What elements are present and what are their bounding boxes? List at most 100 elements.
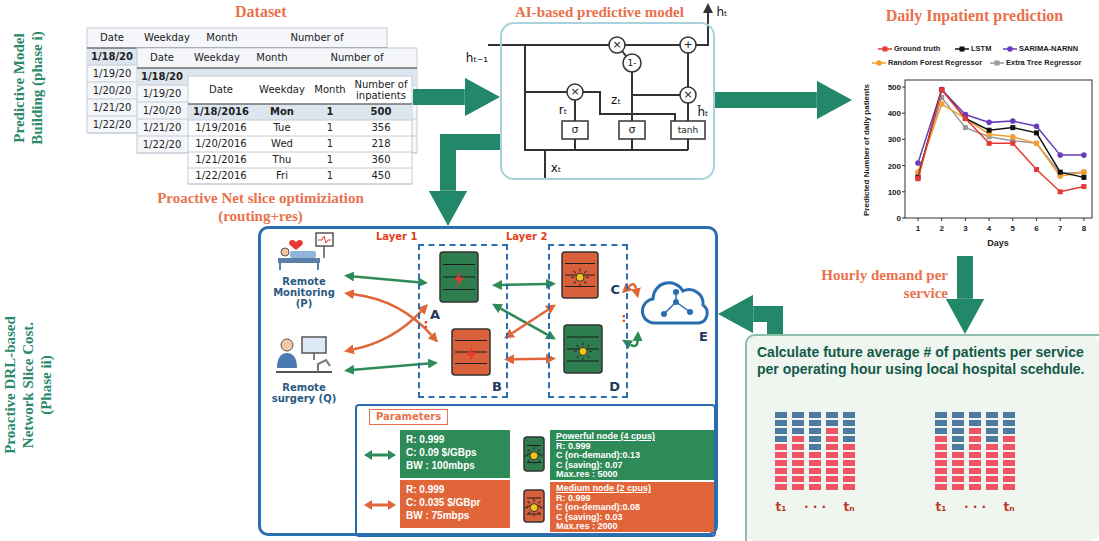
demand-cell xyxy=(792,460,804,466)
node-detail: C: 0.035 $/GBpr xyxy=(406,496,504,509)
table-rule xyxy=(188,104,412,105)
demand-cell xyxy=(843,484,855,490)
drawing-part xyxy=(673,289,679,295)
data-marker xyxy=(1034,167,1039,172)
drawing-part xyxy=(575,139,688,150)
demand-cell xyxy=(986,420,998,426)
demand-cell xyxy=(935,460,947,466)
demand-cell xyxy=(826,428,838,434)
demand-cell xyxy=(1003,436,1015,442)
table-cell: 1/19/20 xyxy=(143,88,182,100)
cloud-node: E xyxy=(640,276,712,344)
node-detail: C (saving): 0.03 xyxy=(556,513,708,523)
sun-ray xyxy=(574,282,576,284)
table-cell: 1/22/20 xyxy=(143,139,182,151)
data-marker xyxy=(1081,169,1087,175)
swatch-marker xyxy=(995,61,1000,66)
data-marker xyxy=(939,87,944,92)
demand-cell xyxy=(935,428,947,434)
table-rule xyxy=(188,152,412,153)
demand-cell xyxy=(1003,468,1015,474)
axis-label: 3 xyxy=(963,224,967,233)
demand-cell xyxy=(1003,428,1015,434)
table-cell: 1 xyxy=(327,106,334,118)
table-cell: 1/22/2016 xyxy=(195,170,246,182)
table-cell: 360 xyxy=(371,154,390,166)
axis-label: 200 xyxy=(888,161,901,170)
tick xyxy=(902,113,905,114)
table-cell: Fri xyxy=(276,170,288,182)
demand-cell xyxy=(843,428,855,434)
server-body xyxy=(562,252,598,298)
time-label: tₙ xyxy=(1003,500,1014,514)
demand-cell xyxy=(792,444,804,450)
sun-ray xyxy=(577,345,579,347)
swatch-marker xyxy=(883,47,888,52)
demand-cell xyxy=(935,444,947,450)
axis-label: 4 xyxy=(987,224,991,233)
layer-box: Layer 2CD xyxy=(548,244,628,398)
demand-cell xyxy=(969,484,981,490)
phase-label: Proactive DRL-based Network Slice Cost. … xyxy=(1,300,55,470)
sun-symbol xyxy=(576,273,584,281)
table-cell: Thu xyxy=(273,154,292,166)
table-cell: 1/21/20 xyxy=(93,102,132,114)
data-marker xyxy=(1010,118,1016,124)
gate-symbol: rₜ xyxy=(559,103,567,117)
data-marker xyxy=(939,101,945,107)
demand-cell xyxy=(969,468,981,474)
table-rule xyxy=(137,136,417,137)
node-label: Daily Inpatient prediction xyxy=(852,6,1097,25)
demand-cell xyxy=(952,444,964,450)
surgeon-icon xyxy=(276,337,332,372)
data-marker xyxy=(1081,170,1086,175)
server-icon xyxy=(440,252,478,302)
data-marker xyxy=(1057,152,1063,158)
data-marker xyxy=(1034,141,1040,147)
drawing-part xyxy=(671,121,705,139)
axis-label: 400 xyxy=(888,109,901,118)
table-cell: Tue xyxy=(273,122,290,134)
table-cell: 1 xyxy=(327,170,333,182)
drawing-part xyxy=(277,353,297,368)
sun-ray xyxy=(538,501,540,503)
demand-cell xyxy=(843,452,855,458)
server-body xyxy=(524,490,544,522)
demand-cell xyxy=(843,444,855,450)
sun-ray xyxy=(584,271,586,273)
data-marker xyxy=(1034,141,1039,146)
legend-item: Random Forest Regressor xyxy=(872,58,982,67)
server-body xyxy=(564,325,602,373)
demand-cell xyxy=(935,484,947,490)
line-chart xyxy=(902,80,1092,221)
drawing-part xyxy=(364,500,396,510)
drawing-part xyxy=(609,37,625,53)
demand-cell xyxy=(969,452,981,458)
service-node: Remote Monitoring (P) xyxy=(266,232,342,312)
table-cell: Weekday xyxy=(144,32,190,44)
table-cell: Number of inpatients xyxy=(352,79,410,101)
table-cell: 356 xyxy=(371,122,390,134)
node-label: Remote Monitoring (P) xyxy=(266,276,342,309)
sun-ray xyxy=(528,460,530,462)
axis-label: 7 xyxy=(1058,224,1062,233)
demand-cell xyxy=(1003,412,1015,418)
demand-cell xyxy=(1003,452,1015,458)
slice-panel: Proactive Net slice optimiziation (routi… xyxy=(258,226,718,536)
gate-symbol: + xyxy=(683,39,692,51)
sun-ray xyxy=(582,342,583,345)
data-marker xyxy=(939,87,945,93)
server-slot xyxy=(443,289,475,290)
demand-cell xyxy=(952,452,964,458)
network-link xyxy=(631,341,638,346)
data-marker xyxy=(1058,189,1063,194)
demand-cell xyxy=(969,476,981,482)
schedule-box: Calculate future average # of patients p… xyxy=(745,334,1099,541)
table-cell: Number of xyxy=(331,52,384,64)
table-cell: 1/21/20 xyxy=(143,122,182,134)
table-cell: 1 xyxy=(327,154,333,166)
swatch-marker xyxy=(876,60,882,66)
data-marker xyxy=(963,116,969,122)
table-cell: 1/18/20 xyxy=(141,71,183,83)
axis-label: 6 xyxy=(1034,224,1038,233)
